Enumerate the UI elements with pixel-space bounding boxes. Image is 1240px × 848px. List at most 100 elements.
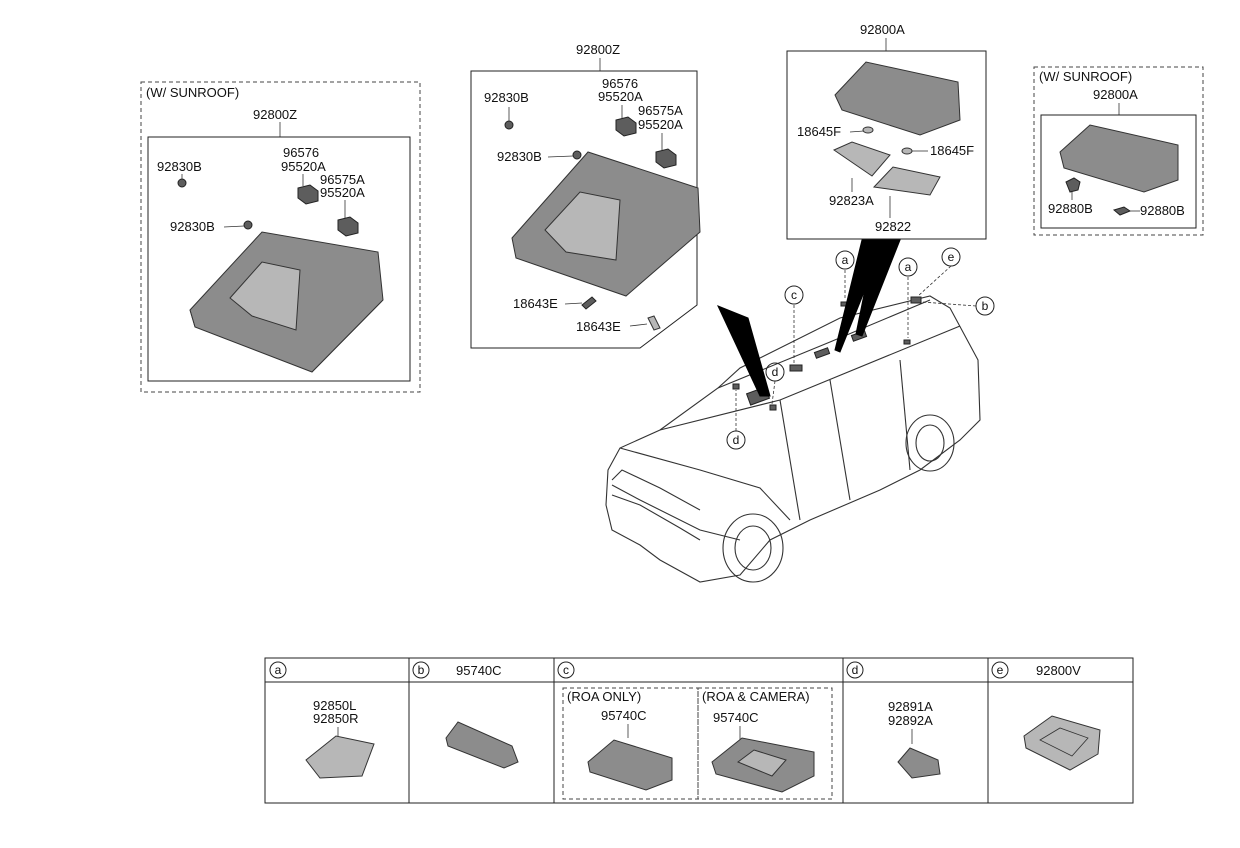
legend-d-part-2: 92892A <box>888 713 933 728</box>
center-label-18643e-1: 18643E <box>513 296 558 311</box>
screw-part <box>177 178 187 188</box>
roof-lamp-e <box>910 296 922 304</box>
legend-a-part-1: 92850L <box>313 698 356 713</box>
far-right-assembly-label: 92800A <box>1093 87 1138 102</box>
callout-b <box>975 296 995 316</box>
upper-right-label-92822: 92822 <box>875 219 911 234</box>
callout-d <box>765 362 785 382</box>
pointer-arrow-center-console <box>717 305 771 397</box>
left-label-95520a-1: 95520A <box>281 159 326 174</box>
lens-part <box>832 141 891 177</box>
map-lamp-housing <box>834 61 961 136</box>
left-panel-assembly-label: 92800Z <box>253 107 297 122</box>
legend-d-lamp-part <box>897 747 941 779</box>
callout-a <box>835 250 855 270</box>
legend-a-letter: a <box>275 663 282 677</box>
callout-c-letter: c <box>791 288 797 302</box>
upper-right-assembly-label: 92800A <box>860 22 905 37</box>
legend-c-sub2-title: (ROA & CAMERA) <box>702 689 810 704</box>
upper-right-label-18645f-2: 18645F <box>930 143 974 158</box>
legend-c-letter: c <box>563 663 569 677</box>
bulb-part <box>862 126 874 134</box>
legend-a-circle <box>269 661 287 679</box>
lamp-part <box>655 148 677 169</box>
upper-right-label-18645f-1: 18645F <box>797 124 841 139</box>
legend-b-header: 95740C <box>456 663 502 678</box>
lamp-part <box>615 116 637 137</box>
center-label-95520a-1: 95520A <box>598 89 643 104</box>
switch-part <box>1112 206 1132 216</box>
center-label-96576: 96576 <box>602 76 638 91</box>
vehicle-illustration <box>605 295 981 583</box>
legend-c-camera-module <box>587 739 673 791</box>
legend-c-sub1-title: (ROA ONLY) <box>567 689 641 704</box>
upper-right-panel: 92800A 18645F 18645F 92823A 92822 <box>786 22 987 240</box>
callout-a2-letter: a <box>905 260 912 274</box>
legend-b-circle <box>412 661 430 679</box>
callout-d-letter: d <box>772 365 779 379</box>
legend-d-circle <box>846 661 864 679</box>
bulb-part <box>901 147 913 155</box>
center-label-92830b-side: 92830B <box>497 149 542 164</box>
legend-e-letter: e <box>997 663 1004 677</box>
lamp-part <box>337 216 359 237</box>
far-right-sunroof-panel: (W/ SUNROOF) 92800A 92880B 92880B <box>1033 66 1204 236</box>
far-right-label-92880b-1: 92880B <box>1048 201 1093 216</box>
roof-lamp-d <box>769 404 777 411</box>
legend-d-part-1: 92891A <box>888 699 933 714</box>
roof-lamp-a <box>903 339 911 345</box>
callout-e <box>941 247 961 267</box>
legend-e-circle <box>991 661 1009 679</box>
legend-e-console-part <box>1023 715 1101 771</box>
legend-c-bracket-opening <box>736 749 787 777</box>
far-right-inner-frame <box>1040 114 1197 229</box>
center-panel-assembly-label: 92800Z <box>576 42 620 57</box>
bulb-part <box>581 296 597 310</box>
lamp-part <box>297 184 319 205</box>
screw-part <box>243 220 253 230</box>
left-label-96575a: 96575A <box>320 172 365 187</box>
lens-part <box>872 166 941 196</box>
roof-lamp-d <box>732 383 740 390</box>
legend-frame <box>264 657 1134 804</box>
upper-right-frame <box>786 50 987 240</box>
legend-a-part-2: 92850R <box>313 711 359 726</box>
center-label-18643e-2: 18643E <box>576 319 621 334</box>
left-label-96576: 96576 <box>283 145 319 160</box>
console-lens <box>544 191 621 261</box>
callout-a <box>898 257 918 277</box>
callout-b-letter: b <box>982 299 989 313</box>
upper-right-label-92823a: 92823A <box>829 193 874 208</box>
callout-e-letter: e <box>948 250 955 264</box>
pointer-arrow-map-lamp-2 <box>855 239 901 337</box>
callout-d <box>726 430 746 450</box>
switch-part <box>1065 177 1081 193</box>
roof-lamp-c <box>789 364 803 372</box>
legend-b-lamp-part <box>445 721 519 769</box>
center-label-92830b-top: 92830B <box>484 90 529 105</box>
map-lamp-housing <box>1059 124 1179 193</box>
center-panel-frame <box>470 70 698 349</box>
console-lens <box>229 261 301 331</box>
screw-part <box>504 120 514 130</box>
far-right-label-92880b-2: 92880B <box>1140 203 1185 218</box>
center-console-panel: 92800Z 92830B 96576 95520A 96575A 95520A… <box>470 42 701 349</box>
legend-c-circle <box>557 661 575 679</box>
left-label-92830b-side: 92830B <box>170 219 215 234</box>
legend-d-letter: d <box>852 663 859 677</box>
legend-b-letter: b <box>418 663 425 677</box>
legend-c-sub1-part: 95740C <box>601 708 647 723</box>
bulb-part <box>647 315 661 331</box>
center-label-96575a: 96575A <box>638 103 683 118</box>
screw-part <box>572 150 582 160</box>
far-right-dashed-frame <box>1033 66 1204 236</box>
center-label-95520a-2: 95520A <box>638 117 683 132</box>
roof-lamp <box>813 347 831 359</box>
left-panel-dashed-frame <box>140 81 421 393</box>
far-right-variant: (W/ SUNROOF) <box>1039 69 1132 84</box>
left-label-92830b-top: 92830B <box>157 159 202 174</box>
callout-c <box>784 285 804 305</box>
left-panel-variant: (W/ SUNROOF) <box>146 85 239 100</box>
left-label-95520a-2: 95520A <box>320 185 365 200</box>
